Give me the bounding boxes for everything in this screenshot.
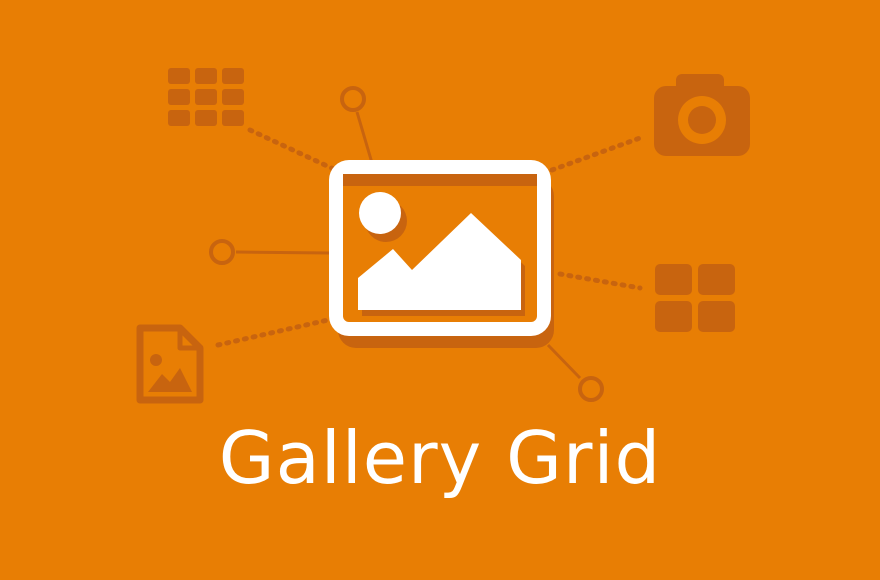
connector-lines xyxy=(215,111,643,380)
mountains-icon xyxy=(358,213,521,310)
grid-four-icon xyxy=(655,264,735,332)
connector-camera xyxy=(549,135,643,173)
image-gallery-icon xyxy=(329,160,554,348)
node-left-icon xyxy=(209,239,235,265)
image-gallery-inner-shade xyxy=(343,174,537,186)
connector-grid-nine xyxy=(247,127,343,175)
page-title: Gallery Grid xyxy=(218,416,662,500)
camera-icon xyxy=(654,74,750,156)
sun-icon xyxy=(359,192,401,234)
connector-grid-four xyxy=(557,271,643,291)
grid-nine-icon xyxy=(168,68,244,126)
node-top-icon xyxy=(340,86,366,112)
image-file-icon xyxy=(136,324,204,404)
connector-node-top xyxy=(355,111,374,164)
connector-file xyxy=(215,317,331,348)
node-bottom-icon xyxy=(578,376,604,402)
connector-node-bottom xyxy=(546,343,582,380)
connector-node-left xyxy=(235,250,331,255)
